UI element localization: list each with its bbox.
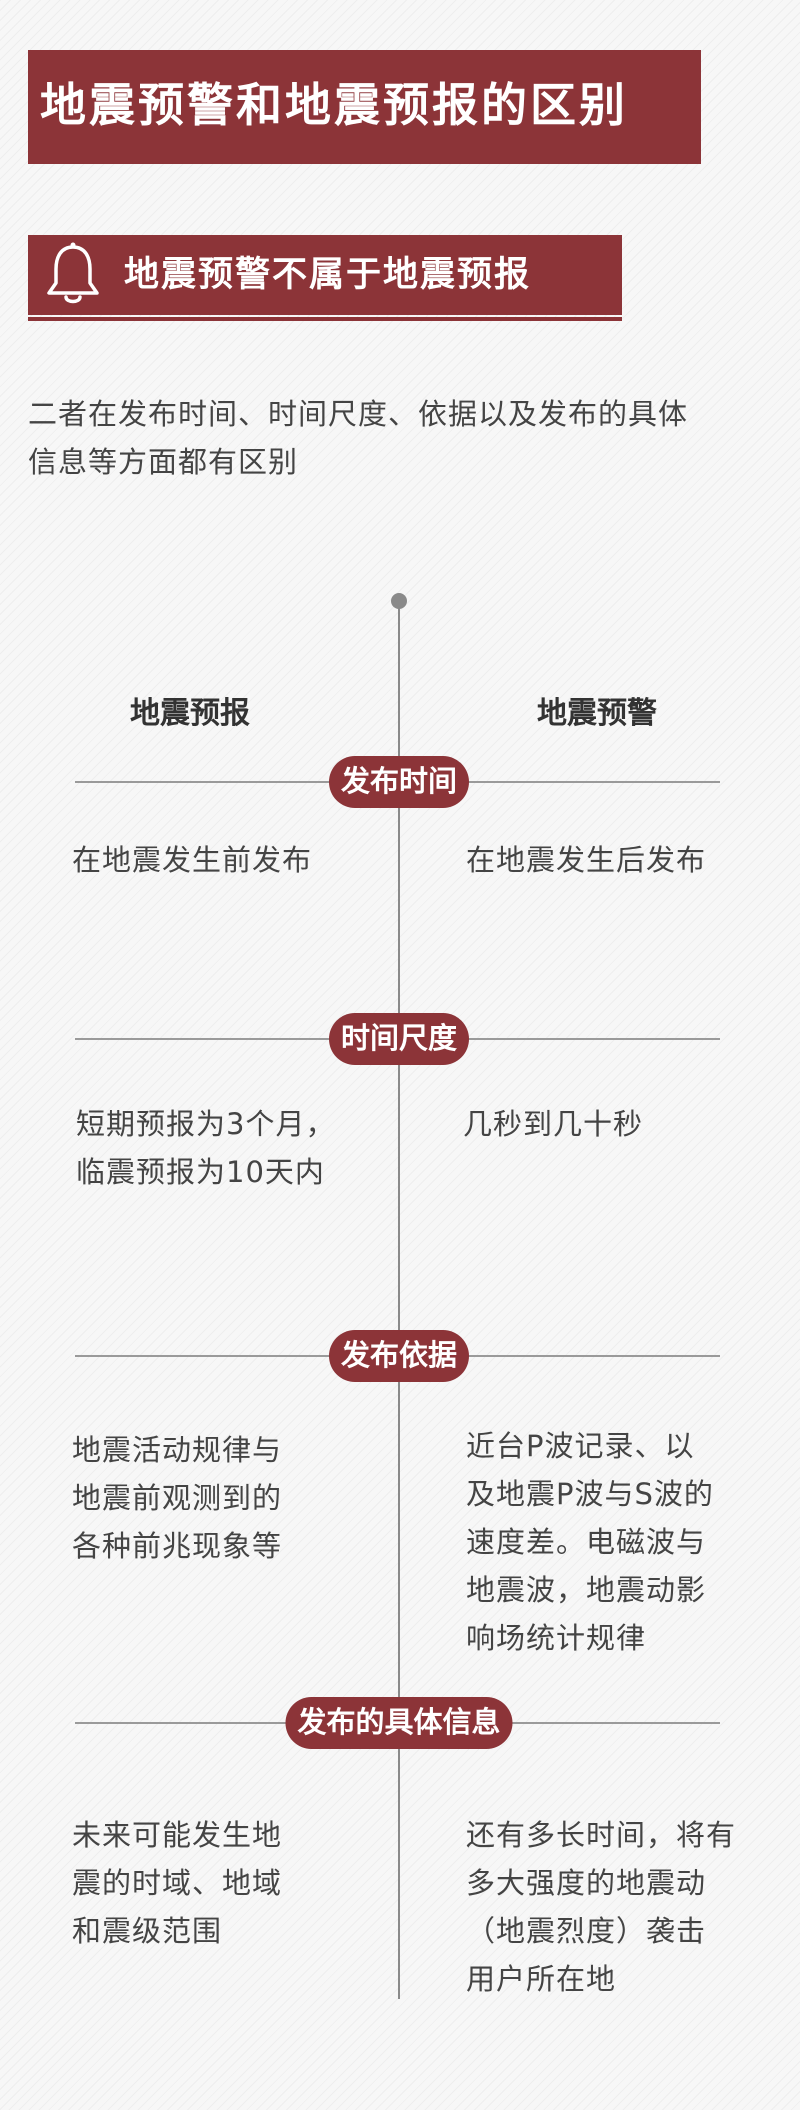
- cell-line: 用户所在地: [466, 1962, 617, 1996]
- cell-line: 短期预报为3个月，: [76, 1107, 336, 1141]
- cell-line: 未来可能发生地: [72, 1818, 283, 1852]
- subtitle-underline: [28, 317, 622, 321]
- subtitle-banner: 地震预警不属于地震预报: [28, 235, 622, 315]
- cell-line: 速度差。电磁波与: [466, 1525, 707, 1559]
- cell-line: 临震预报为10天内: [76, 1155, 325, 1189]
- cell-line: 近台P波记录、以: [466, 1429, 695, 1463]
- intro-paragraph: 二者在发布时间、时间尺度、依据以及发布的具体 信息等方面都有区别: [28, 390, 778, 486]
- title-banner: 地震预警和地震预报的区别: [28, 50, 701, 164]
- cell-line: 地震活动规律与: [72, 1433, 283, 1467]
- forecast-cell-time-scale: 短期预报为3个月， 临震预报为10天内: [76, 1100, 335, 1196]
- page-title: 地震预警和地震预报的区别: [40, 78, 628, 132]
- cell-line: 在地震发生前发布: [72, 843, 313, 877]
- section-label-basis: 发布依据: [328, 1330, 470, 1382]
- intro-line: 二者在发布时间、时间尺度、依据以及发布的具体: [28, 397, 689, 431]
- subtitle-text: 地震预警不属于地震预报: [124, 255, 532, 295]
- timeline-top-dot: [391, 593, 407, 609]
- warning-cell-specific-info: 还有多长时间，将有 多大强度的地震动 （地震烈度）袭击 用户所在地: [466, 1811, 736, 2003]
- warning-cell-basis: 近台P波记录、以 及地震P波与S波的 速度差。电磁波与 地震波，地震动影 响场统…: [466, 1422, 714, 1662]
- cell-line: 地震波，地震动影: [466, 1573, 707, 1607]
- cell-line: 在地震发生后发布: [466, 843, 707, 877]
- cell-line: 多大强度的地震动: [466, 1866, 707, 1900]
- cell-line: 和震级范围: [72, 1914, 223, 1948]
- cell-line: 及地震P波与S波的: [466, 1477, 714, 1511]
- timeline-vertical-line: [398, 601, 400, 1999]
- warning-cell-time-scale: 几秒到几十秒: [463, 1100, 643, 1148]
- column-header-warning: 地震预警: [537, 696, 657, 731]
- section-label-release-time: 发布时间: [328, 756, 470, 808]
- forecast-cell-specific-info: 未来可能发生地 震的时域、地域 和震级范围: [72, 1811, 282, 1955]
- section-label-specific-info: 发布的具体信息: [285, 1697, 513, 1749]
- forecast-cell-release-time: 在地震发生前发布: [72, 836, 312, 884]
- cell-line: 地震前观测到的: [72, 1481, 283, 1515]
- cell-line: 各种前兆现象等: [72, 1529, 283, 1563]
- cell-line: （地震烈度）袭击: [466, 1914, 707, 1948]
- cell-line: 还有多长时间，将有: [466, 1818, 737, 1852]
- cell-line: 响场统计规律: [466, 1621, 647, 1655]
- warning-cell-release-time: 在地震发生后发布: [466, 836, 706, 884]
- forecast-cell-basis: 地震活动规律与 地震前观测到的 各种前兆现象等: [72, 1426, 282, 1570]
- column-header-forecast: 地震预报: [130, 696, 250, 731]
- cell-line: 震的时域、地域: [72, 1866, 283, 1900]
- cell-line: 几秒到几十秒: [463, 1107, 644, 1141]
- intro-line: 信息等方面都有区别: [28, 445, 299, 479]
- section-label-time-scale: 时间尺度: [328, 1013, 470, 1065]
- bell-icon: [47, 242, 99, 304]
